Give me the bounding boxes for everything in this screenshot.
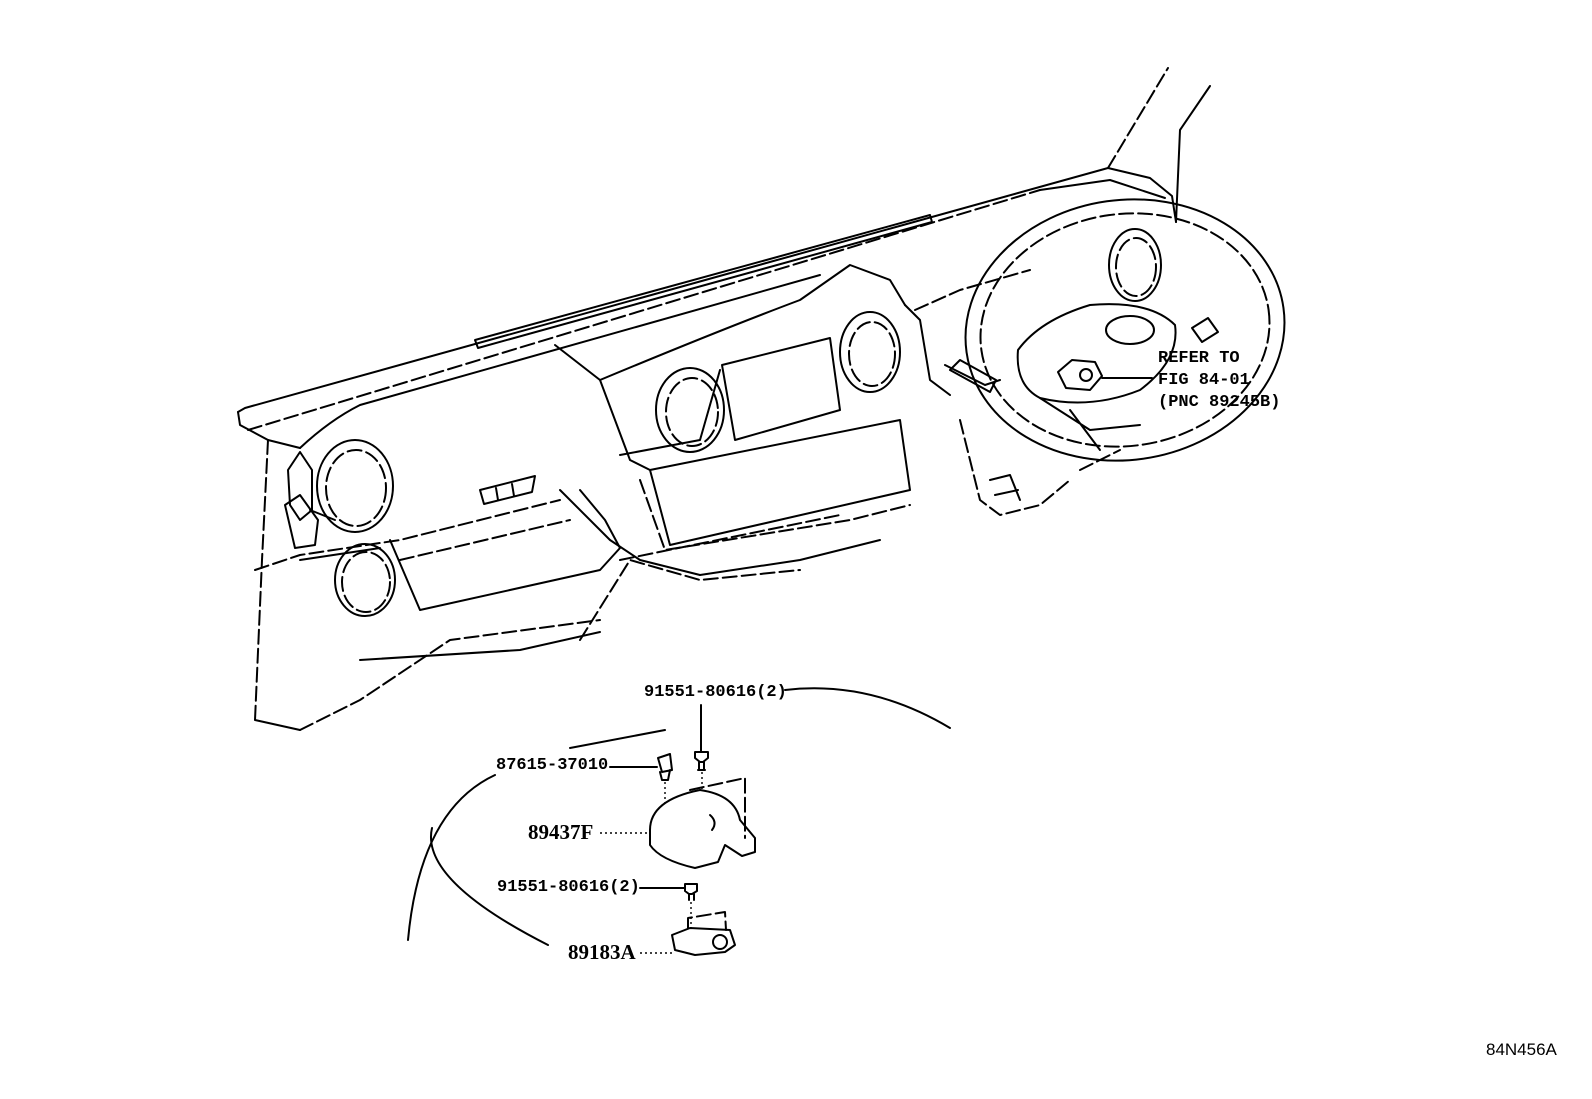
floor-outlines [407,687,951,946]
steering-wheel-illustration [949,198,1286,462]
instrument-panel-outline [237,67,1219,731]
bolt-bottom-part [639,883,698,935]
cover-part [600,777,756,869]
refer-note: REFER TO FIG 84-01 (PNC 89245B) [1158,348,1280,414]
sensor-part [640,911,736,956]
callout-bolt-top: 91551-80616(2) [644,683,787,702]
callout-sensor: 89183A [568,940,636,964]
refer-note-line2: FIG 84-01 [1158,371,1250,390]
spiral-cable-part [1057,359,1153,391]
refer-note-line1: REFER TO [1158,349,1240,368]
callout-clip: 87615-37010 [496,756,609,775]
clip-part [609,753,673,808]
refer-note-line3: (PNC 89245B) [1158,393,1281,412]
callout-bolt-bottom: 91551-80616(2) [497,878,640,897]
figure-id: 84N456A [1486,1040,1557,1059]
callout-cover: 89437F [528,820,594,844]
